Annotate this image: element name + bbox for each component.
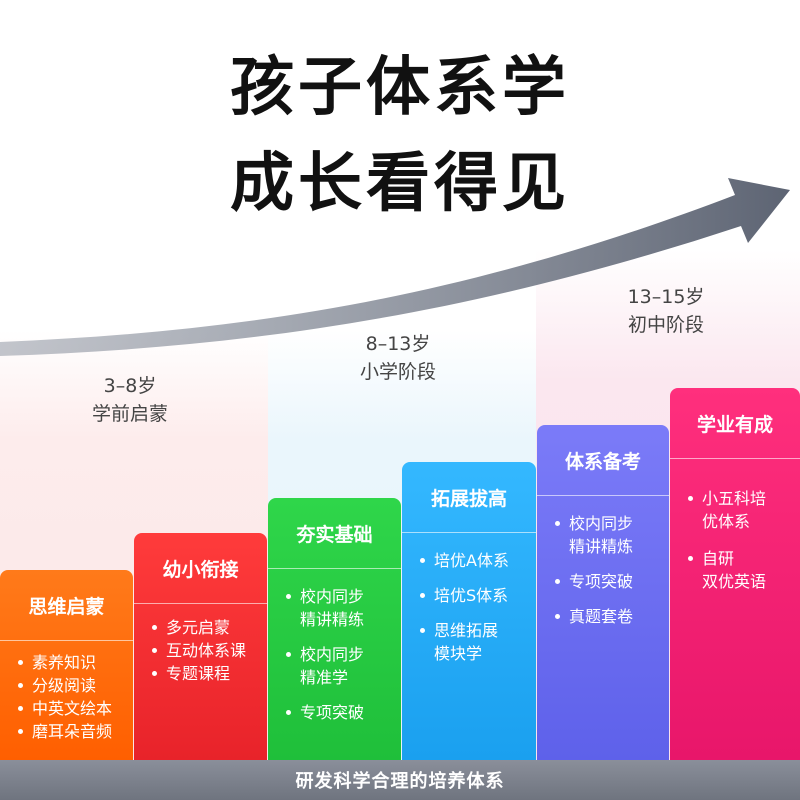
list-item: 培优S体系 (420, 584, 536, 607)
list-item: 校内同步 精讲精炼 (555, 512, 669, 558)
column-advanced-extension: 拓展拔高 培优A体系 培优S体系 思维拓展 模块学 (402, 462, 536, 760)
list-item: 自研 双优英语 (688, 547, 800, 593)
stage-age: 3–8岁 (103, 375, 157, 397)
stage-name: 初中阶段 (627, 314, 704, 336)
list-item: 互动体系课 (152, 639, 267, 662)
list-item: 校内同步 精准学 (286, 643, 401, 689)
column-list: 校内同步 精讲精练 校内同步 精准学 专项突破 (268, 569, 401, 724)
column-list: 培优A体系 培优S体系 思维拓展 模块学 (402, 533, 536, 665)
stage-age: 13–15岁 (627, 286, 705, 308)
column-list: 小五科培 优体系 自研 双优英语 (670, 459, 800, 593)
stage-name: 学前启蒙 (91, 403, 168, 425)
stage-name: 小学阶段 (359, 361, 436, 383)
list-item: 专项突破 (555, 570, 669, 593)
headline-line-1: 孩子体系学 (230, 51, 570, 125)
column-title: 思维启蒙 (0, 570, 133, 641)
list-item: 培优A体系 (420, 549, 536, 572)
list-item: 中英文绘本 (18, 697, 133, 720)
list-item: 专项突破 (286, 701, 401, 724)
column-list: 多元启蒙 互动体系课 专题课程 (134, 604, 267, 685)
column-title: 夯实基础 (268, 498, 401, 569)
list-item: 小五科培 优体系 (688, 487, 800, 533)
column-title: 幼小衔接 (134, 533, 267, 604)
column-exam-preparation: 体系备考 校内同步 精讲精炼 专项突破 真题套卷 (537, 425, 669, 760)
column-thinking-enlightenment: 思维启蒙 素养知识 分级阅读 中英文绘本 磨耳朵音频 (0, 570, 133, 760)
headline-line-2: 成长看得见 (230, 147, 570, 221)
list-item: 磨耳朵音频 (18, 720, 133, 743)
column-kindergarten-transition: 幼小衔接 多元启蒙 互动体系课 专题课程 (134, 533, 267, 760)
list-item: 真题套卷 (555, 605, 669, 628)
column-title: 体系备考 (537, 425, 669, 496)
list-item: 专题课程 (152, 662, 267, 685)
column-academic-success: 学业有成 小五科培 优体系 自研 双优英语 (670, 388, 800, 760)
stage-primary: 8–13岁 小学阶段 (328, 330, 468, 386)
column-list: 素养知识 分级阅读 中英文绘本 磨耳朵音频 (0, 641, 133, 743)
list-item: 校内同步 精讲精练 (286, 585, 401, 631)
list-item: 素养知识 (18, 651, 133, 674)
column-solid-foundation: 夯实基础 校内同步 精讲精练 校内同步 精准学 专项突破 (268, 498, 401, 760)
list-item: 分级阅读 (18, 674, 133, 697)
list-item: 思维拓展 模块学 (420, 619, 536, 665)
column-title: 学业有成 (670, 388, 800, 459)
stage-age: 8–13岁 (365, 333, 431, 355)
column-list: 校内同步 精讲精炼 专项突破 真题套卷 (537, 496, 669, 628)
stage-junior: 13–15岁 初中阶段 (596, 283, 736, 339)
column-title: 拓展拔高 (402, 462, 536, 533)
stage-preschool: 3–8岁 学前启蒙 (60, 372, 200, 428)
list-item: 多元启蒙 (152, 616, 267, 639)
footer-banner: 研发科学合理的培养体系 (0, 760, 800, 800)
